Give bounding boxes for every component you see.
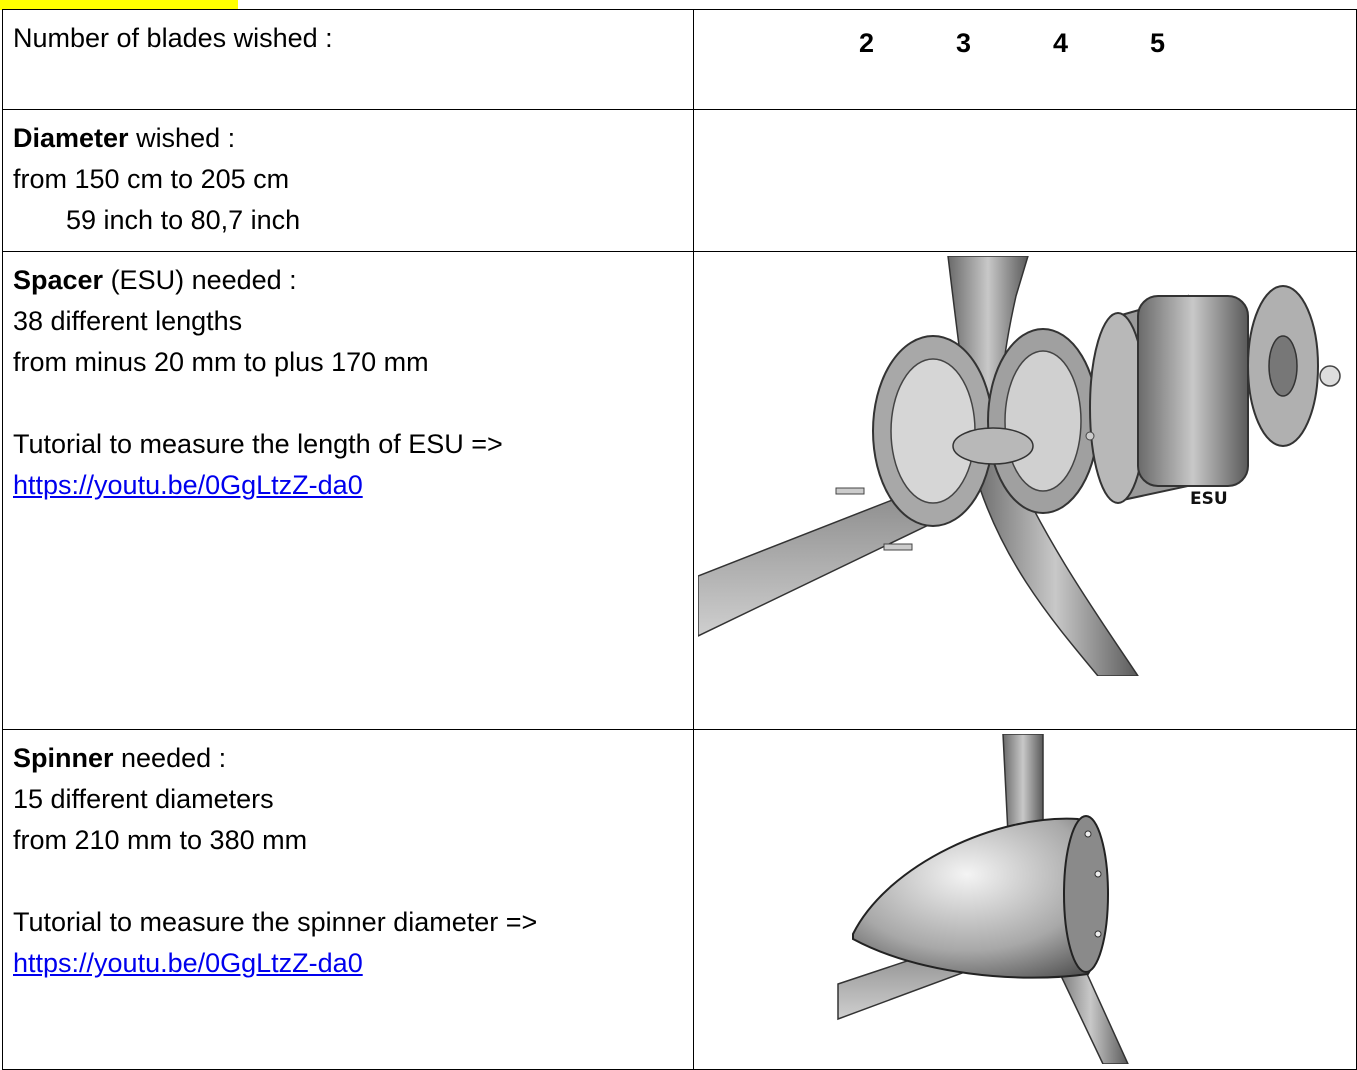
spinner-cell: Spinner needed : 15 different diameters … — [2, 729, 694, 1070]
row-spinner: Spinner needed : 15 different diameters … — [2, 729, 1357, 1070]
spacer-tutorial-text: Tutorial to measure the length of ESU => — [13, 429, 503, 459]
spacer-heading: Spacer — [13, 265, 104, 295]
blades-label: Number of blades wished : — [13, 23, 333, 53]
diameter-heading-rest: wished : — [128, 123, 236, 153]
row-spacer: Spacer (ESU) needed : 38 different lengt… — [2, 251, 1357, 730]
diameter-range-cm: from 150 cm to 205 cm — [13, 164, 290, 194]
diameter-heading: Diameter — [13, 123, 129, 153]
spinner-range: from 210 mm to 380 mm — [13, 825, 308, 855]
spacer-tutorial-link[interactable]: https://youtu.be/0GgLtzZ-da0 — [13, 470, 363, 500]
blade-option-2[interactable]: 2 — [859, 28, 875, 58]
spinner-heading-rest: needed : — [113, 743, 227, 773]
spinner-tutorial-text: Tutorial to measure the spinner diameter… — [13, 907, 538, 937]
blades-options-cell: 2 3 4 5 — [693, 9, 1357, 110]
blade-options: 2 3 4 5 — [859, 28, 1247, 59]
spacer-image-cell: ESU — [693, 251, 1357, 730]
spinner-tutorial-link[interactable]: https://youtu.be/0GgLtzZ-da0 — [13, 948, 363, 978]
diameter-range-inch: 59 inch to 80,7 inch — [66, 205, 301, 235]
spacer-lengths: 38 different lengths — [13, 306, 243, 336]
blade-option-4[interactable]: 4 — [1053, 28, 1069, 58]
row-diameter: Diameter wished : from 150 cm to 205 cm … — [2, 109, 1357, 252]
row-blades: Number of blades wished : 2 3 4 5 — [2, 9, 1357, 110]
spinner-diameters: 15 different diameters — [13, 784, 274, 814]
propeller-exploded-image: ESU — [698, 256, 1341, 676]
propeller-options-table: Number of blades wished : 2 3 4 5 Diameter … — [2, 9, 1357, 1070]
blade-option-5[interactable]: 5 — [1150, 28, 1166, 58]
spacer-cell: Spacer (ESU) needed : 38 different lengt… — [2, 251, 694, 730]
diameter-input-cell[interactable] — [693, 109, 1357, 252]
blades-label-cell: Number of blades wished : — [2, 9, 694, 110]
spinner-image — [837, 734, 1129, 1064]
spinner-heading: Spinner — [13, 743, 114, 773]
spacer-heading-rest: (ESU) needed : — [103, 265, 297, 295]
spacer-range: from minus 20 mm to plus 170 mm — [13, 347, 429, 377]
esu-image-label: ESU — [1190, 489, 1228, 509]
spinner-image-cell — [693, 729, 1357, 1070]
header-highlight — [0, 0, 238, 10]
blade-option-3[interactable]: 3 — [956, 28, 972, 58]
diameter-cell: Diameter wished : from 150 cm to 205 cm … — [2, 109, 694, 252]
